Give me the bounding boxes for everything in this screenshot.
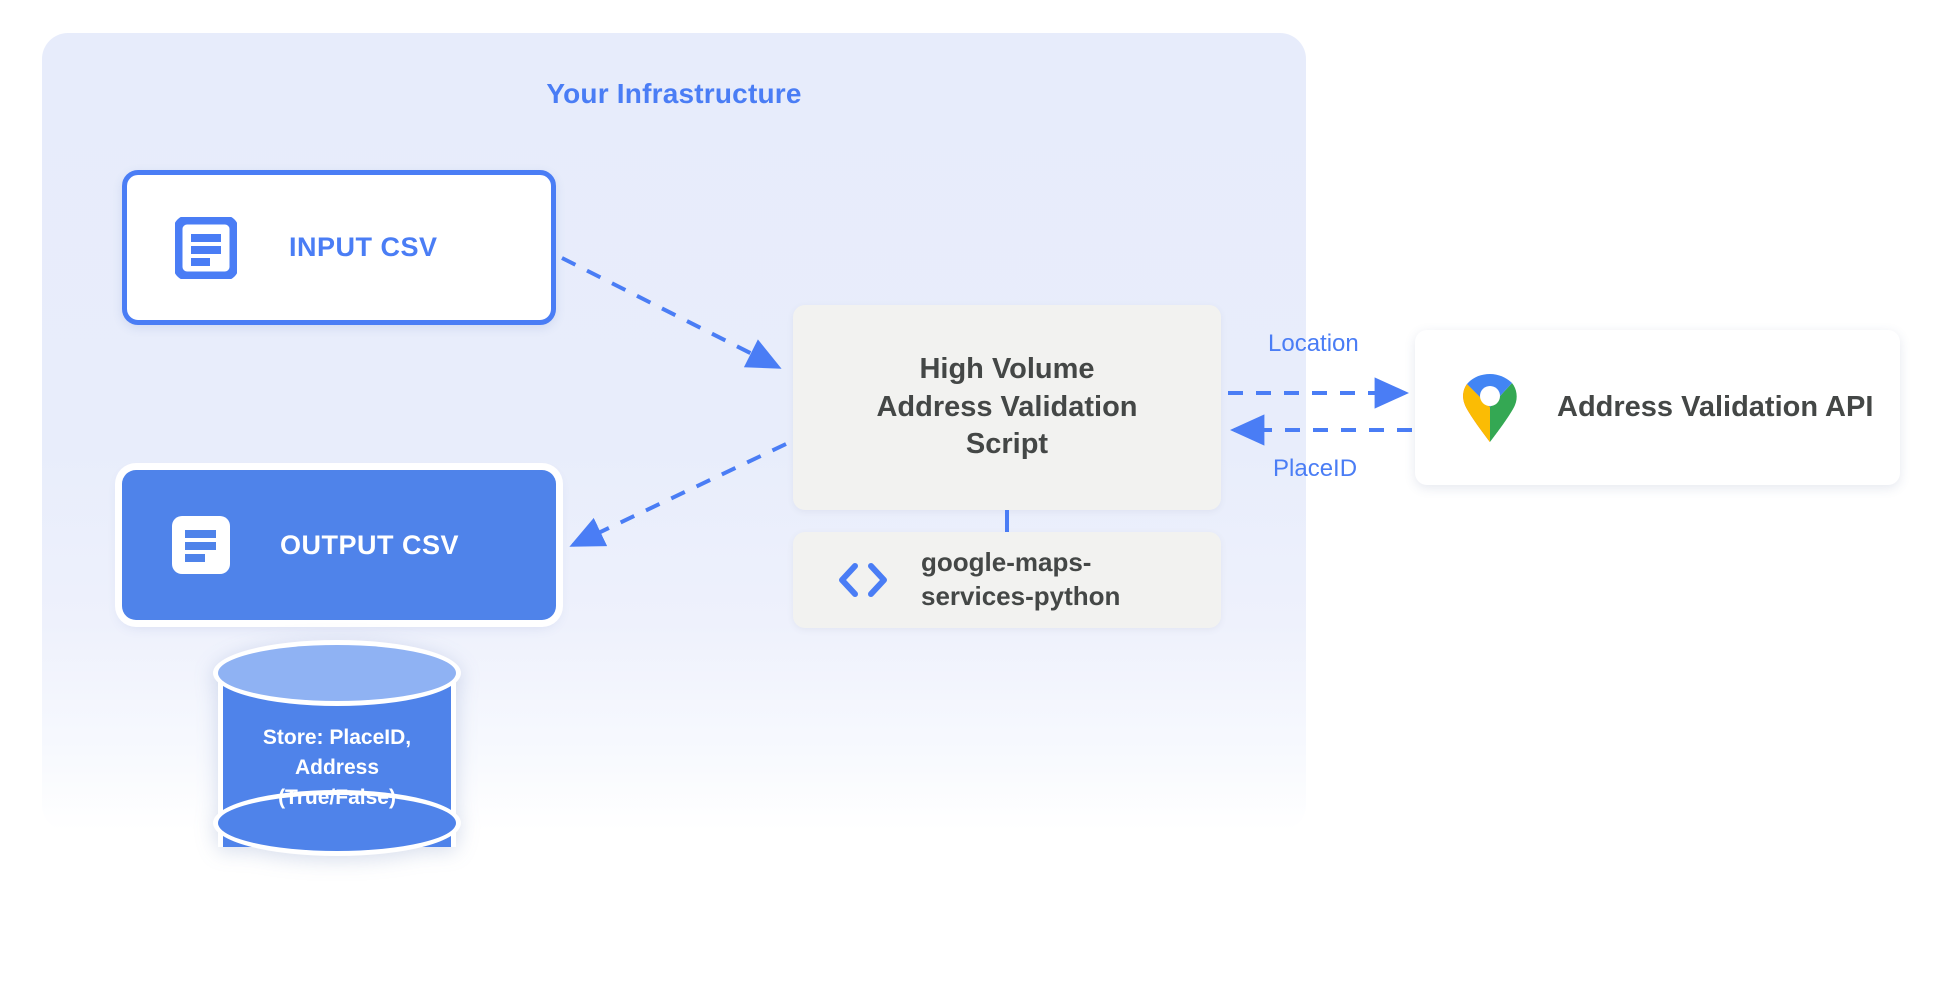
output-csv-node[interactable]: OUTPUT CSV [122,470,556,620]
database-label: Store: PlaceID, Address (True/False) [218,723,456,812]
address-validation-api-label: Address Validation API [1557,391,1874,423]
script-label-line2: Address Validation [876,390,1138,423]
client-library-node[interactable]: google-maps- services-python [793,532,1221,628]
edge-label-location: Location [1268,330,1359,357]
library-label-line1: google-maps- [921,547,1092,578]
cylinder-bottom [218,795,456,851]
database-node[interactable]: Store: PlaceID, Address (True/False) [218,645,456,873]
client-library-label: google-maps- services-python [921,546,1120,614]
database-label-line1: Store: PlaceID, [262,726,412,749]
script-label-line3: Script [965,428,1049,461]
edge-label-placeid: PlaceID [1273,455,1358,482]
database-label-line3: (True/False) [278,785,396,809]
edge-script-to-output [569,442,787,547]
library-label-line2: services-python [921,581,1121,611]
code-brackets-icon [835,559,891,601]
database-label-line2: Address [294,755,380,779]
edge-script-to-library [1005,510,1009,532]
edge-input-to-script [561,256,782,369]
script-label-line1: High Volume [919,352,1095,385]
input-csv-node[interactable]: INPUT CSV [122,170,556,325]
validation-script-node[interactable]: High Volume Address Validation Script [793,305,1221,510]
cylinder-top [218,645,456,701]
output-csv-label: OUTPUT CSV [280,529,460,560]
document-icon [170,514,232,576]
input-csv-label: INPUT CSV [289,232,438,262]
google-maps-pin-icon [1459,373,1521,443]
address-validation-api-node[interactable]: Address Validation API [1415,330,1900,485]
panel-title: Your Infrastructure [546,78,802,109]
validation-script-label: High Volume Address Validation Script [876,351,1137,464]
document-icon [173,215,239,280]
